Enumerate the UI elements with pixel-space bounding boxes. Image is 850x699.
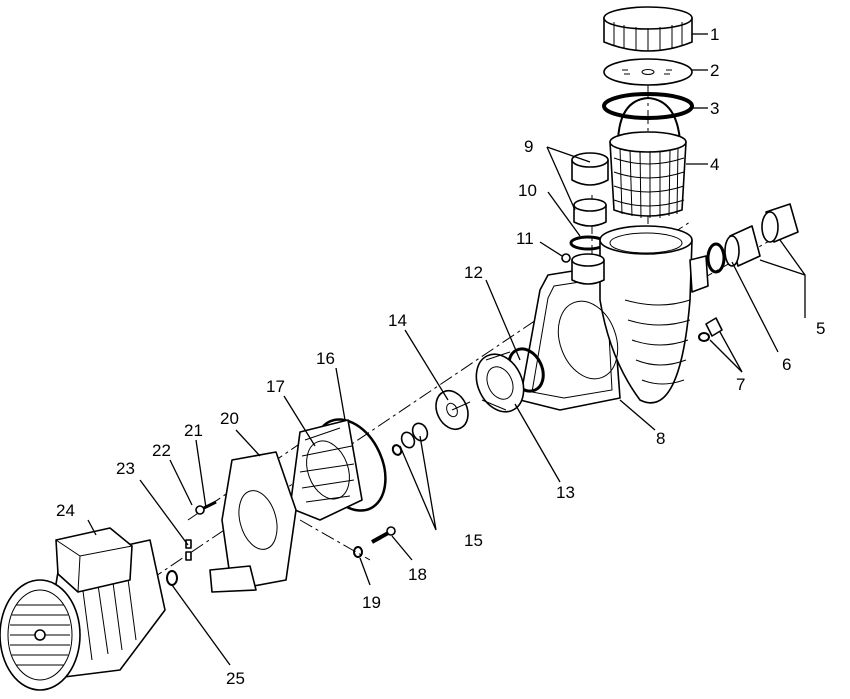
callout-20: 20 (220, 409, 239, 428)
callout-24: 24 (56, 501, 75, 520)
callout-19: 19 (362, 593, 381, 612)
part-4-basket (609, 96, 687, 219)
callout-23: 23 (116, 459, 135, 478)
leader-lines (87, 33, 806, 666)
callout-14: 14 (388, 311, 407, 330)
part-2-lid-cover (603, 58, 693, 86)
callout-9: 9 (524, 137, 533, 156)
callout-10: 10 (518, 181, 537, 200)
callout-21: 21 (184, 421, 203, 440)
part-22-pin (185, 539, 192, 549)
callout-7: 7 (736, 375, 745, 394)
part-5-union-nut (761, 203, 799, 243)
callout-12: 12 (464, 263, 483, 282)
part-1-lid-ring (603, 6, 693, 52)
part-3-o-ring (602, 92, 694, 120)
part-19-washer (353, 546, 363, 558)
part-25-o-ring (166, 570, 178, 586)
callout-15: 15 (464, 531, 483, 550)
part-9-union (571, 152, 609, 227)
part-6-fitting (706, 225, 761, 274)
callout-1: 1 (710, 25, 719, 44)
callout-22: 22 (152, 441, 171, 460)
callout-5: 5 (816, 319, 825, 338)
callout-2: 2 (710, 61, 719, 80)
motor-fan-cover-grill (7, 589, 73, 681)
part-17-seal-plate (289, 419, 363, 521)
callout-labels: 1 2 3 4 5 6 7 8 9 10 11 12 13 14 15 16 1… (56, 25, 825, 688)
part-8-pump-housing (519, 225, 709, 411)
part-14-impeller (435, 389, 471, 431)
callout-17: 17 (266, 377, 285, 396)
callout-13: 13 (556, 483, 575, 502)
part-23-pin (185, 551, 192, 561)
part-20-bracket (209, 451, 297, 593)
callout-4: 4 (710, 155, 719, 174)
callout-8: 8 (656, 429, 665, 448)
callout-11: 11 (516, 229, 534, 248)
callout-16: 16 (316, 349, 335, 368)
callout-25: 25 (226, 669, 245, 688)
callout-3: 3 (710, 99, 719, 118)
callout-6: 6 (782, 355, 791, 374)
part-24-motor (0, 527, 166, 691)
part-15-seal (391, 422, 429, 456)
part-18-screw (371, 526, 396, 544)
part-13-diffuser (475, 351, 525, 413)
part-11-nut (561, 253, 571, 263)
part-7-drain-plug (698, 317, 723, 342)
callout-18: 18 (408, 565, 427, 584)
